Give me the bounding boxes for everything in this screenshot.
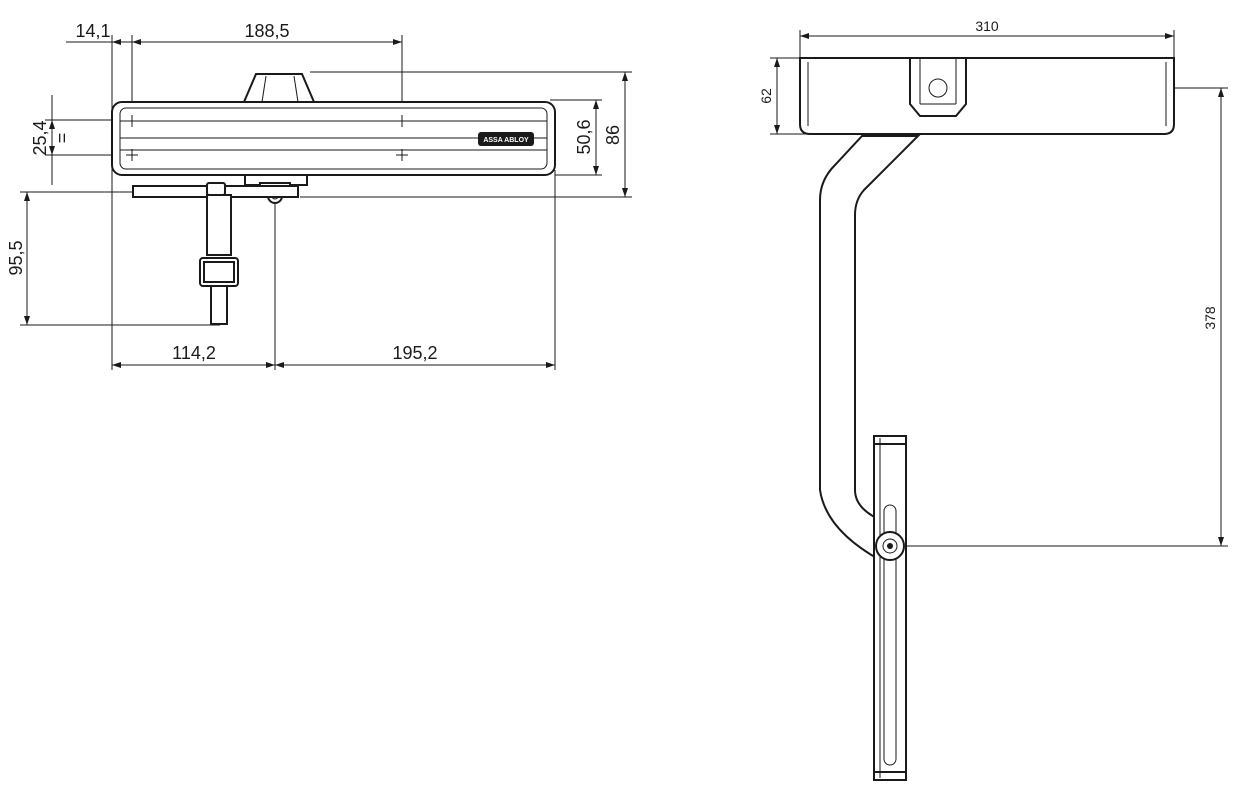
dim-body-height: 50,6: [574, 119, 594, 154]
dim-hole-vertical: 25,4: [30, 120, 50, 155]
dim-axis-to-right: 195,2: [392, 343, 437, 363]
slide-rail: [873, 435, 907, 781]
dim-arm-length: 378: [1202, 306, 1218, 330]
dim-arm-drop: 95,5: [6, 240, 26, 275]
dim-left-to-axis: 114,2: [172, 343, 216, 363]
brand-label: ASSA ABLOY: [483, 137, 529, 144]
closer-body-top: [799, 57, 1175, 135]
dim-width: 310: [975, 18, 999, 34]
front-view: ASSA ABLOY 14,1 188,5 25,4 = 50,6 86 95,…: [6, 21, 632, 370]
valve-block: [909, 57, 967, 117]
top-view: 310 62 378: [758, 18, 1228, 781]
mounting-holes: [126, 115, 408, 161]
dim-offset-left: 14,1: [75, 21, 110, 41]
brand-plate: [478, 132, 534, 146]
dim-total-height: 86: [603, 125, 623, 145]
dim-hole-spacing: 188,5: [244, 21, 289, 41]
dim-depth: 62: [758, 88, 774, 104]
arm-shaft: [206, 194, 232, 256]
dim-equal-mark-1: =: [52, 133, 72, 144]
adjustment-knob: [242, 73, 316, 103]
